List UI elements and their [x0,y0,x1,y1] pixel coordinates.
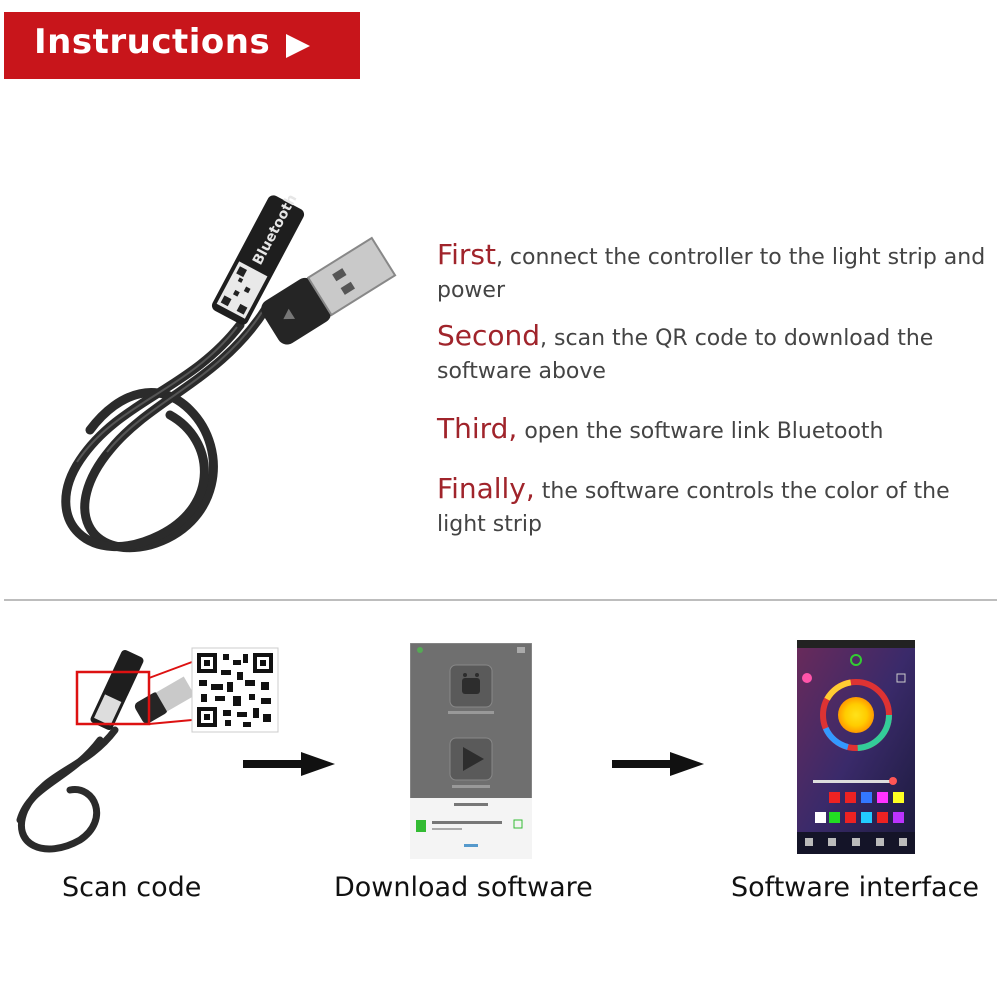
play-arrow-icon [286,34,310,58]
arrow-right-icon [612,752,704,776]
section-divider [4,599,997,601]
step-first: First, connect the controller to the lig… [437,238,986,303]
step-second: Second, scan the QR code to download the… [437,319,934,384]
instructions-banner: Instructions [4,12,360,79]
caption-download-software: Download software [334,872,593,903]
download-software-image [410,643,532,859]
software-interface-image [797,640,915,854]
caption-software-interface: Software interface [731,872,980,903]
step-finally: Finally, the software controls the color… [437,472,950,537]
bluetooth-controller-image: Bluetooth [61,192,397,553]
arrow-right-icon [243,752,335,776]
banner-title: Instructions [34,22,271,62]
step-third: Third, open the software link Bluetooth [437,412,884,445]
caption-scan-code: Scan code [62,872,202,903]
scan-code-image [16,647,279,853]
instruction-steps: First, connect the controller to the lig… [437,238,997,553]
